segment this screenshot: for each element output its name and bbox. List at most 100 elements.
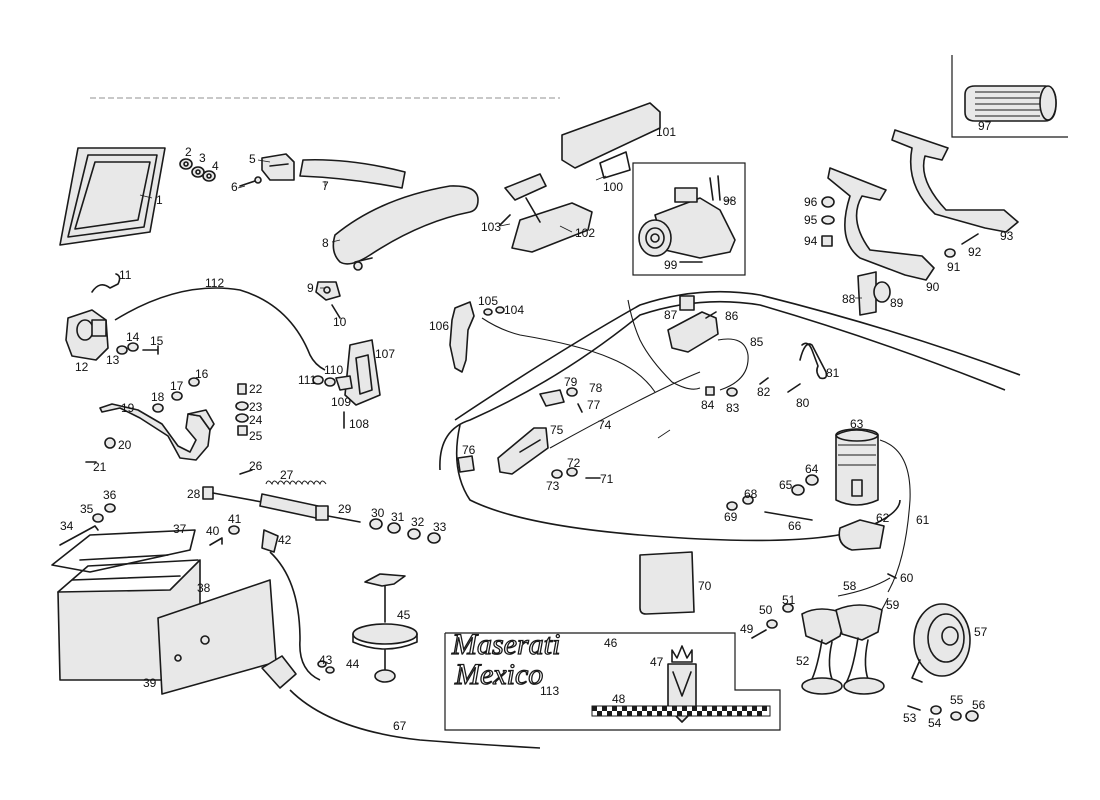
part-93-pedal [891,129,1019,233]
washer-group-2-4 [179,158,216,182]
callout-86: 86 [725,309,739,323]
callout-2: 2 [185,145,192,159]
callout-62: 62 [876,511,890,525]
callout-52: 52 [796,654,810,668]
callout-12: 12 [75,360,89,374]
callout-6: 6 [231,180,238,194]
body-outline-lower [439,300,1006,471]
callout-82: 82 [757,385,771,399]
part-90-pedal [827,167,935,281]
checker-cell [622,706,627,711]
part-106-lever [449,301,505,373]
callout-92: 92 [968,245,982,259]
checker-cell [732,706,737,711]
callout-91: 91 [947,260,961,274]
callout-1: 1 [156,193,163,207]
part-9-clip [315,281,341,319]
checker-cell [727,711,732,716]
callout-103: 103 [481,220,501,234]
callout-18: 18 [151,390,165,404]
washer-14 [127,342,139,352]
callout-3: 3 [199,151,206,165]
part-70-plate [639,551,695,615]
part-12-motor [65,309,109,361]
callout-27: 27 [280,468,294,482]
part-19-bracket [85,403,215,463]
callout-60: 60 [900,571,914,585]
callout-59: 59 [886,598,900,612]
checker-cell [657,711,662,716]
callout-40: 40 [206,524,220,538]
screw-15 [142,345,159,355]
checker-cell [647,711,652,716]
callout-70: 70 [698,579,712,593]
callout-76: 76 [462,443,476,457]
badge-panel: Maserati Mexico [444,627,781,731]
callout-96: 96 [804,195,818,209]
part-11-hook [91,273,121,293]
hardware-80-84 [705,377,801,397]
callout-32: 32 [411,515,425,529]
part-85-cable [717,338,749,391]
callout-94: 94 [804,234,818,248]
part-67-cable [261,655,541,749]
callout-33: 33 [433,520,447,534]
parts-109-111 [312,375,353,429]
callout-65: 65 [779,478,793,492]
part-81-spring [799,342,828,380]
callout-15: 15 [150,334,164,348]
callout-23: 23 [249,400,263,414]
callout-72: 72 [567,456,581,470]
callout-29: 29 [338,502,352,516]
callout-54: 54 [928,716,942,730]
callout-111: 111 [298,373,317,387]
callout-67: 67 [393,719,407,733]
callout-105: 105 [478,294,498,308]
callout-30: 30 [371,506,385,520]
checker-cell [617,711,622,716]
callout-84: 84 [701,398,715,412]
model-script: Mexico [454,658,543,691]
callout-20: 20 [118,438,132,452]
callout-113: 113 [540,684,559,698]
callout-10: 10 [333,315,347,329]
washer-35 [92,513,104,523]
checker-strip [592,706,767,716]
hardware-64-69 [726,474,819,521]
screw-40 [209,537,223,546]
callout-5: 5 [249,152,256,166]
part-1-frame [59,147,166,246]
callout-48: 48 [612,692,626,706]
washer-13 [116,345,128,355]
callout-37: 37 [173,522,187,536]
part-34-rod [59,525,99,546]
callout-49: 49 [740,622,754,636]
callout-66: 66 [788,519,802,533]
checker-cell [592,706,597,711]
part-8-sun-visor [332,185,479,271]
callout-42: 42 [278,533,292,547]
callout-47: 47 [650,655,664,669]
callout-88: 88 [842,292,856,306]
checker-cell [597,711,602,716]
callout-44: 44 [346,657,360,671]
leader-lines [139,120,862,439]
callout-16: 16 [195,367,209,381]
checker-cell [712,706,717,711]
callout-57: 57 [974,625,988,639]
callout-73: 73 [546,479,560,493]
checker-cell [672,706,677,711]
callout-101: 101 [656,125,676,139]
checker-cell [632,706,637,711]
callout-labels: 1 2 3 4 5 6 7 8 9 10 11 12 13 14 15 16 1… [60,119,1014,733]
checker-cell [762,706,767,711]
callout-107: 107 [375,347,395,361]
checker-cell [752,706,757,711]
callout-80: 80 [796,396,810,410]
callout-75: 75 [550,423,564,437]
callout-55: 55 [950,693,964,707]
callout-106: 106 [429,319,449,333]
callout-87: 87 [664,308,678,322]
callout-4: 4 [212,159,219,173]
